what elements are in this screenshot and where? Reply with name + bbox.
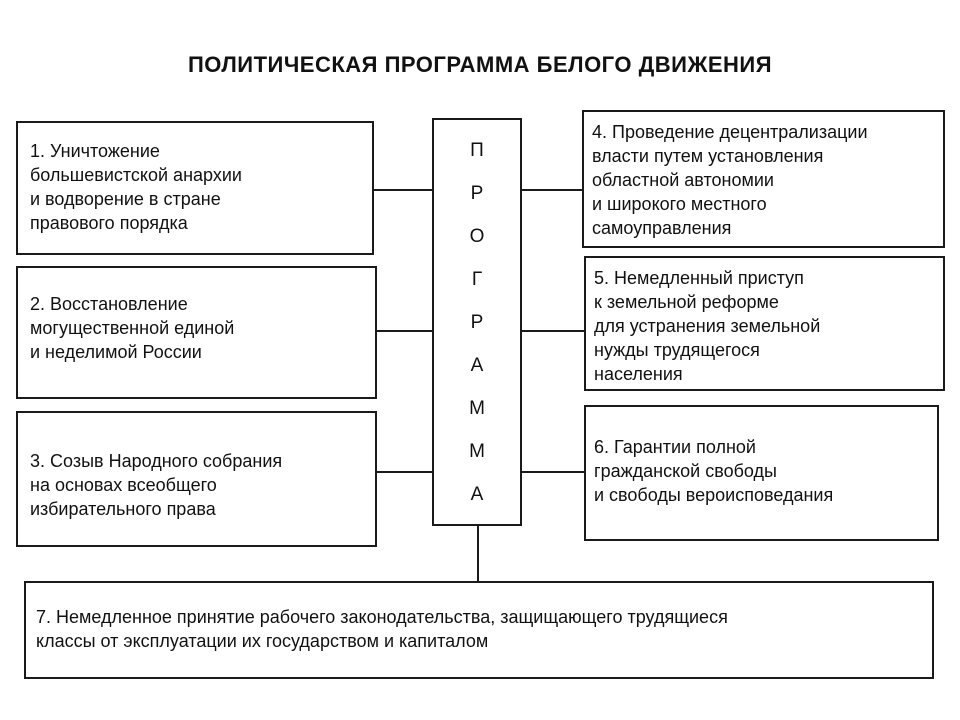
program-letter: Р (470, 183, 484, 204)
connector-4 (521, 189, 583, 191)
program-item-6: 6. Гарантии полной гражданской свободы и… (584, 405, 939, 541)
program-letter: М (469, 441, 485, 462)
program-item-4-text: 4. Проведение децентрализации власти пут… (592, 122, 868, 238)
diagram-title: ПОЛИТИЧЕСКАЯ ПРОГРАММА БЕЛОГО ДВИЖЕНИЯ (187, 52, 773, 77)
connector-2 (376, 330, 433, 332)
program-item-2-text: 2. Восстановление могущественной единой … (30, 294, 235, 362)
program-item-5: 5. Немедленный приступ к земельной рефор… (584, 256, 945, 391)
program-letter: Р (470, 312, 484, 333)
program-letter: А (470, 355, 484, 376)
connector-5 (521, 330, 585, 332)
program-item-5-text: 5. Немедленный приступ к земельной рефор… (594, 268, 821, 384)
connector-7 (477, 526, 479, 582)
program-center-box: П Р О Г Р А М М А (432, 118, 522, 526)
program-item-7: 7. Немедленное принятие рабочего законод… (24, 581, 934, 679)
program-item-1-text: 1. Уничтожение большевистской анархии и … (30, 141, 242, 233)
program-letter: М (469, 398, 485, 419)
program-item-7-text: 7. Немедленное принятие рабочего законод… (36, 607, 728, 651)
program-item-6-text: 6. Гарантии полной гражданской свободы и… (594, 437, 834, 505)
program-item-3: 3. Созыв Народного собрания на основах в… (16, 411, 377, 547)
connector-1 (373, 189, 433, 191)
program-letter: П (470, 140, 484, 161)
program-item-1: 1. Уничтожение большевистской анархии и … (16, 121, 374, 255)
program-letter: А (470, 484, 484, 505)
program-letter: Г (471, 269, 483, 290)
program-item-4: 4. Проведение децентрализации власти пут… (582, 110, 945, 248)
program-item-2: 2. Восстановление могущественной единой … (16, 266, 377, 399)
connector-6 (521, 471, 585, 473)
program-letter: О (469, 226, 485, 247)
program-item-3-text: 3. Созыв Народного собрания на основах в… (30, 451, 283, 519)
connector-3 (376, 471, 433, 473)
